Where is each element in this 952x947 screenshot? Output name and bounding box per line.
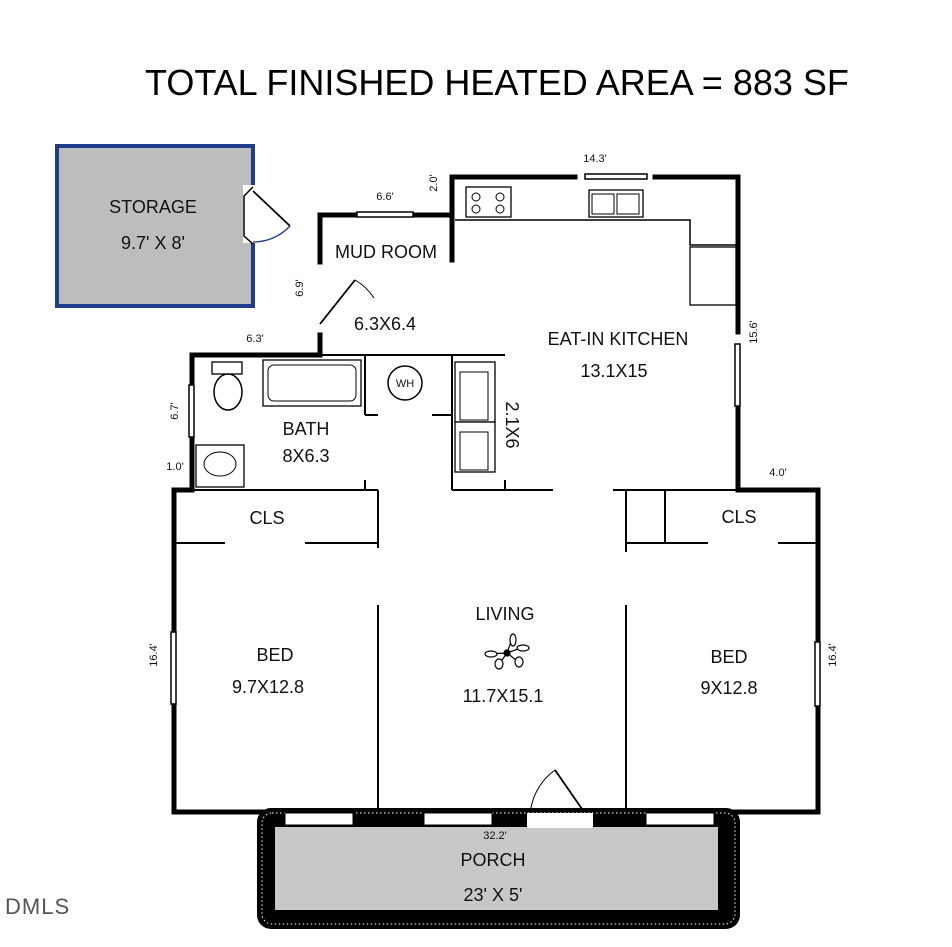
ceiling-fan-icon	[484, 633, 530, 670]
toilet-icon	[213, 373, 243, 411]
dim-kitchen-left-short: 2.0'	[428, 174, 440, 191]
dim-bath-left: 6.7'	[169, 402, 181, 419]
exterior-walls	[171, 174, 821, 815]
dim-mud-top: 6.6'	[376, 191, 393, 203]
storage-door-icon	[252, 190, 291, 227]
dim-bed-right-side: 16.4'	[827, 643, 839, 667]
dim-kitchen-right: 15.6'	[748, 320, 760, 344]
plan-title: TOTAL FINISHED HEATED AREA = 883 SF	[145, 62, 849, 103]
storage-size: 9.7' X 8'	[121, 233, 185, 253]
dim-bath-left-small: 1.0'	[166, 461, 183, 473]
closet-right-label: CLS	[721, 507, 756, 527]
laundry-area: WH	[387, 361, 496, 473]
dryer-icon	[454, 421, 496, 473]
windows	[170, 173, 821, 707]
mud-room-door	[319, 279, 375, 325]
mud-room-label: MUD ROOM	[335, 242, 437, 262]
storage-label: STORAGE	[109, 197, 197, 217]
bed-right-size: 9X12.8	[700, 678, 757, 698]
kitchen-label: EAT-IN KITCHEN	[548, 329, 689, 349]
door-icon	[319, 279, 356, 325]
mud-room-window	[356, 211, 414, 218]
watermark: DMLS	[5, 894, 70, 919]
water-heater-label: WH	[396, 378, 414, 390]
porch-label: PORCH	[460, 850, 525, 870]
toilet-tank-icon	[211, 361, 243, 375]
dim-closet-right-top: 4.0'	[769, 467, 786, 479]
bed-left-size: 9.7X12.8	[232, 677, 304, 697]
storage-room: STORAGE 9.7' X 8'	[55, 144, 291, 308]
washer-icon	[454, 361, 496, 423]
refrigerator-icon	[689, 246, 737, 306]
bath-fixtures	[195, 359, 362, 488]
bed-left-window	[170, 631, 177, 705]
bath-label: BATH	[283, 419, 330, 439]
mud-room-size: 6.3X6.4	[354, 314, 416, 334]
bath-size: 8X6.3	[282, 446, 329, 466]
dim-front-width: 32.2'	[483, 830, 507, 842]
living-label: LIVING	[475, 604, 534, 624]
bath-sink-icon	[195, 444, 245, 488]
porch-size: 23' X 5'	[464, 885, 523, 905]
dim-bed-left-side: 16.4'	[148, 643, 160, 667]
closet-left-label: CLS	[249, 508, 284, 528]
bed-left-label: BED	[256, 645, 293, 665]
water-heater-icon	[387, 365, 423, 401]
interior-walls	[174, 354, 818, 812]
dim-kitchen-top: 14.3'	[583, 153, 607, 165]
laundry-size: 2.1X6	[502, 401, 522, 448]
living-size: 11.7X15.1	[463, 686, 544, 706]
kitchen-window	[584, 173, 648, 180]
porch: PORCH 23' X 5'	[257, 808, 740, 929]
dim-mud-side: 6.9'	[294, 279, 306, 296]
bed-right-label: BED	[710, 647, 747, 667]
stove-icon	[465, 186, 512, 218]
dim-bath-top: 6.3'	[246, 333, 263, 345]
kitchen-counters	[455, 186, 737, 306]
kitchen-size: 13.1X15	[580, 361, 647, 381]
bath-window	[188, 384, 195, 438]
bathtub-icon	[262, 359, 362, 407]
bed-right-window	[814, 641, 821, 707]
kitchen-side-window	[734, 343, 741, 407]
